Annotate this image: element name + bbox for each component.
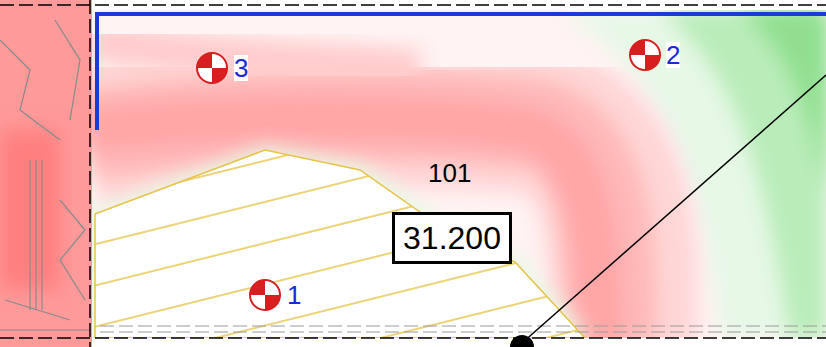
section-line: [522, 75, 826, 343]
level-value: 31.200: [403, 222, 501, 254]
target-symbol: [630, 40, 660, 70]
room-number: 101: [428, 160, 471, 186]
target-symbol: [250, 280, 280, 310]
callout-number: 3: [234, 55, 248, 81]
heat-zone: [0, 0, 92, 347]
wall-lines: [100, 326, 826, 332]
target-symbol: [197, 53, 227, 83]
wall-outline: [97, 14, 826, 130]
callout-number: 1: [287, 282, 301, 308]
section-dot: [510, 335, 534, 347]
level-box: 31.200: [392, 212, 512, 264]
callout-number: 2: [666, 42, 680, 68]
wall-lines: [0, 20, 90, 330]
heat-map: [92, 10, 826, 338]
